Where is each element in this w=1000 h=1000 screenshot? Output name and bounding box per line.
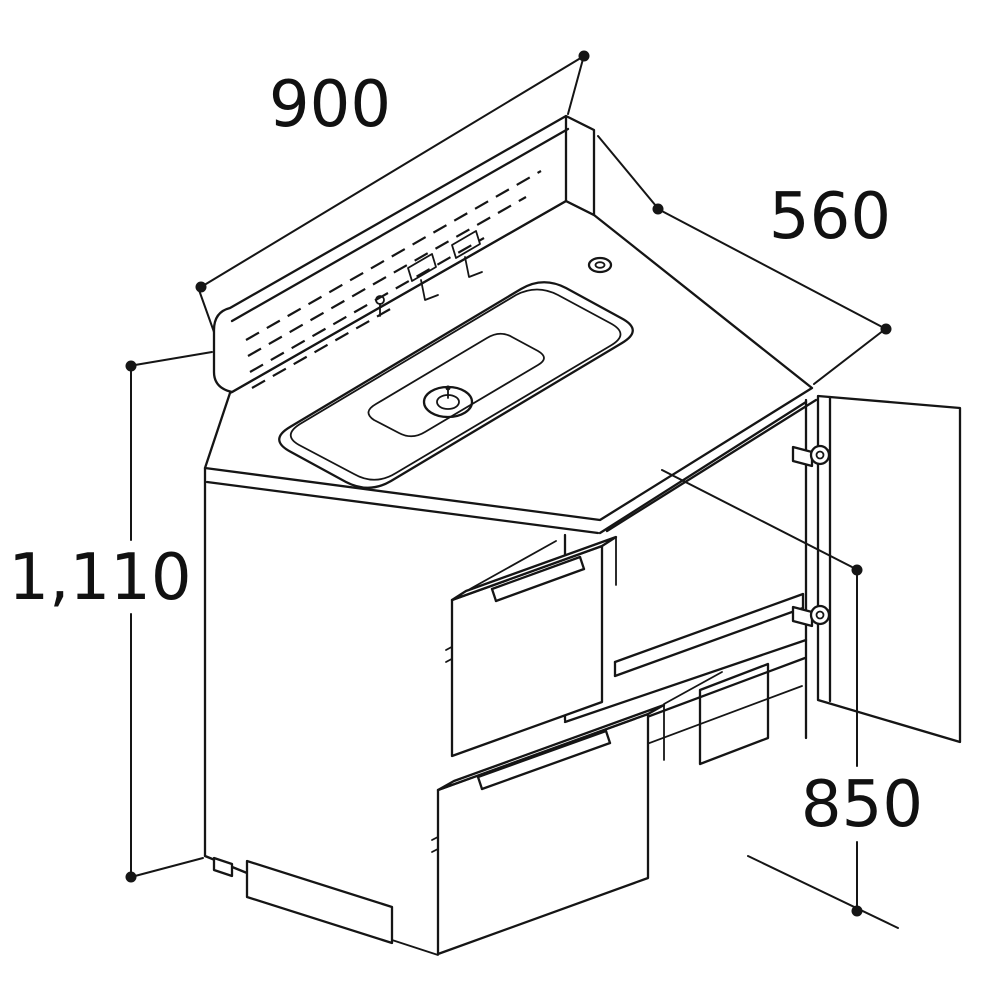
backsplash-top-inner-edge [230,127,570,323]
dimension-end-dot [195,281,207,293]
dimension-counter-height: 850 [661,469,923,929]
door-panel [816,394,962,744]
left-side-panel [203,466,439,956]
dimension-end-dot [125,871,137,883]
backsplash-dashed-rails [245,170,542,389]
dimension-line [200,55,585,288]
hook-icon [407,253,439,301]
dimension-end-dot [125,360,137,372]
extension-line [567,58,584,115]
interior-shelf [613,592,805,678]
dimension-end-dot [880,323,892,335]
open-door [816,394,962,744]
extension-line [661,469,853,568]
drawer-upper [445,535,618,758]
hook-icon [451,230,483,278]
drawer-handle [490,555,586,603]
drawer-front [450,544,604,758]
hinge-icon [791,444,831,468]
dimension-end-dot [851,564,863,576]
counter-right-thickness [605,398,818,533]
total-height-label: 1,110 [8,541,191,615]
basin-outer-rim [278,281,634,489]
dimension-line [657,208,887,330]
extension-line [134,857,204,877]
backsplash [212,114,596,394]
depth-label: 560 [769,180,891,254]
sink-basin [278,256,634,489]
interior-box [698,662,770,766]
basin-bottom-contour [367,332,545,438]
knob-icon [375,295,385,317]
drawer-box-edge [469,540,557,590]
floor-line [391,939,439,956]
drawer-front-top [436,703,666,792]
dimension-width: 900 [195,50,590,333]
extension-line [134,351,213,366]
drawer-handle [476,729,612,791]
foot-block [212,856,234,878]
counter-height-label: 850 [801,768,923,842]
hinge-icon [791,604,831,628]
backsplash-outline [212,114,596,394]
drain-icon [422,385,474,419]
door-opening-bottom-edge [563,638,808,724]
dimension-end-dot [851,905,863,917]
width-label: 900 [269,68,391,142]
extension-line [597,135,657,207]
door-opening-top-edge [598,400,808,535]
counter-front-thickness [205,480,600,535]
drawer-lower [431,671,723,956]
dimension-end-dot [652,203,664,215]
extension-line [198,289,215,333]
drawer-front-top [450,535,618,602]
dimension-total-height: 1,110 [8,351,213,883]
extension-line [813,329,885,385]
dimension-depth: 560 [597,135,892,385]
dimension-end-dot [578,50,590,62]
extension-line [747,855,899,929]
basin-inner-rim [289,288,622,481]
counter-top [203,199,818,535]
kick-plate [245,859,394,945]
faucet-hole-icon [587,256,613,274]
drawer-box-edge [663,671,723,705]
counter-outline [203,199,814,522]
